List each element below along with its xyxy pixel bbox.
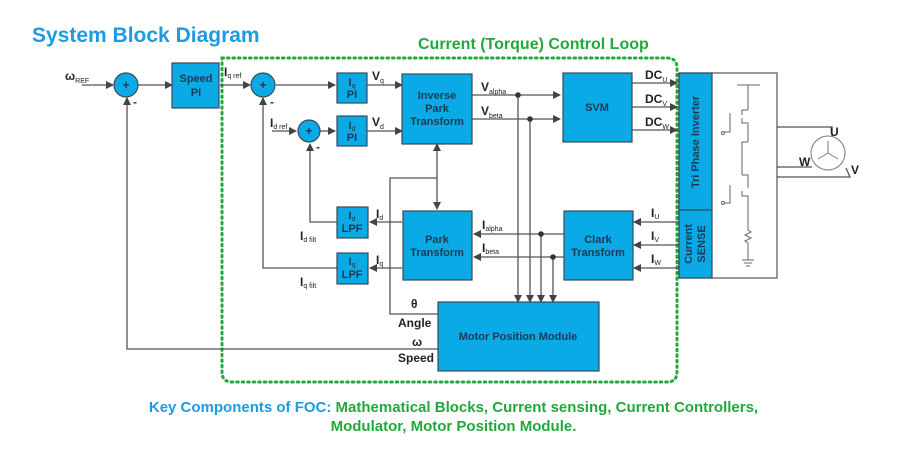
vq-label: Vq: [372, 69, 384, 85]
svg-text:Tri Phase Inverter: Tri Phase Inverter: [690, 95, 702, 188]
current-loop-title: Current (Torque) Control Loop: [418, 36, 649, 53]
current-loop-boundary: [220, 56, 679, 384]
motor-phase-v-label: V: [851, 163, 859, 177]
id-ref-label: Id ref: [270, 116, 287, 131]
svg-text:-: -: [133, 95, 137, 109]
svg-text:Park: Park: [425, 234, 450, 246]
omega-ref-label: ωREF: [65, 69, 89, 85]
svg-text:LPF: LPF: [342, 269, 363, 281]
svg-text:Motor Position Module: Motor Position Module: [459, 331, 578, 343]
clark-transform-block: Clark Transform: [563, 210, 634, 281]
svg-text:Speed: Speed: [179, 73, 212, 85]
motor-phase-u-label: U: [830, 125, 839, 139]
id-lpf-block: Id LPF: [336, 206, 369, 239]
svg-text:PI: PI: [347, 89, 357, 101]
caption-key: Key Components of FOC:: [148, 399, 332, 416]
svg-text:LPF: LPF: [342, 223, 363, 235]
dcu-label: DCU: [645, 68, 667, 84]
sum-junction-speed: + -: [113, 72, 139, 109]
angle-label: Angle: [398, 316, 432, 330]
dcw-label: DCW: [645, 115, 669, 131]
speed-pi-block: Speed PI: [171, 62, 220, 109]
inverter-switch-schematic: [721, 84, 760, 267]
id-label: Id: [376, 207, 383, 222]
caption-line-1: Mathematical Blocks, Current sensing, Cu…: [335, 399, 759, 416]
caption-line-2: Modulator, Motor Position Module.: [330, 418, 577, 435]
ibeta-label: Ibeta: [482, 241, 499, 256]
svg-text:Transform: Transform: [410, 116, 464, 128]
svg-text:Park: Park: [425, 103, 450, 115]
sum-junction-id: + -: [297, 119, 321, 154]
vd-label: Vd: [372, 115, 384, 131]
iq-label: Iq: [376, 253, 383, 268]
sum-junction-iq: + -: [250, 72, 276, 109]
svg-text:Current: Current: [683, 224, 695, 264]
inverse-park-transform-block: Inverse Park Transform: [401, 73, 473, 145]
svg-text:PI: PI: [191, 87, 201, 99]
iw-label: IW: [651, 252, 661, 267]
diagram-title: System Block Diagram: [32, 24, 260, 47]
motor-symbol: U W V: [799, 125, 859, 177]
iq-ref-label: Iq ref: [224, 65, 241, 80]
iq-filt-label: Iq filt: [300, 275, 316, 290]
speed-label: Speed: [398, 351, 434, 365]
id-pi-block: Id PI: [336, 115, 368, 147]
iv-label: IV: [651, 229, 659, 244]
caption: Key Components of FOC: Mathematical Bloc…: [0, 398, 907, 436]
svg-text:SVM: SVM: [585, 102, 609, 114]
vbeta-label: Vbeta: [481, 104, 503, 120]
id-filt-label: Id filt: [300, 229, 316, 244]
ialpha-label: Ialpha: [482, 218, 503, 233]
park-transform-block: Park Transform: [402, 210, 473, 281]
dcv-label: DCV: [645, 92, 667, 108]
iu-label: IU: [651, 206, 659, 221]
svg-text:Id: Id: [349, 210, 356, 223]
svg-text:Transform: Transform: [410, 247, 464, 259]
svg-text:+: +: [305, 124, 312, 138]
svg-text:SENSE: SENSE: [696, 225, 708, 262]
motor-phase-w-label: W: [799, 155, 811, 169]
svg-text:PI: PI: [347, 132, 357, 144]
svg-text:Id: Id: [349, 120, 356, 133]
svg-text:Transform: Transform: [571, 247, 625, 259]
svg-text:Inverse: Inverse: [418, 90, 457, 102]
theta-label: θ: [411, 297, 418, 311]
current-sense-block: Current SENSE: [678, 209, 713, 279]
svg-text:Iq: Iq: [349, 77, 356, 90]
svg-text:-: -: [316, 140, 320, 154]
valpha-label: Valpha: [481, 80, 506, 96]
svg-text:+: +: [259, 78, 266, 92]
wires: [82, 79, 852, 350]
svm-block: SVM: [562, 72, 633, 143]
svg-text:Clark: Clark: [584, 234, 612, 246]
svg-text:+: +: [122, 78, 129, 92]
motor-position-module-block: Motor Position Module: [437, 301, 600, 372]
svg-text:-: -: [270, 95, 274, 109]
svg-text:Iq: Iq: [349, 256, 356, 269]
omega-label: ω: [412, 335, 422, 349]
iq-pi-block: Iq PI: [336, 72, 368, 104]
iq-lpf-block: Iq LPF: [336, 252, 369, 285]
junction-dots: [515, 92, 556, 260]
